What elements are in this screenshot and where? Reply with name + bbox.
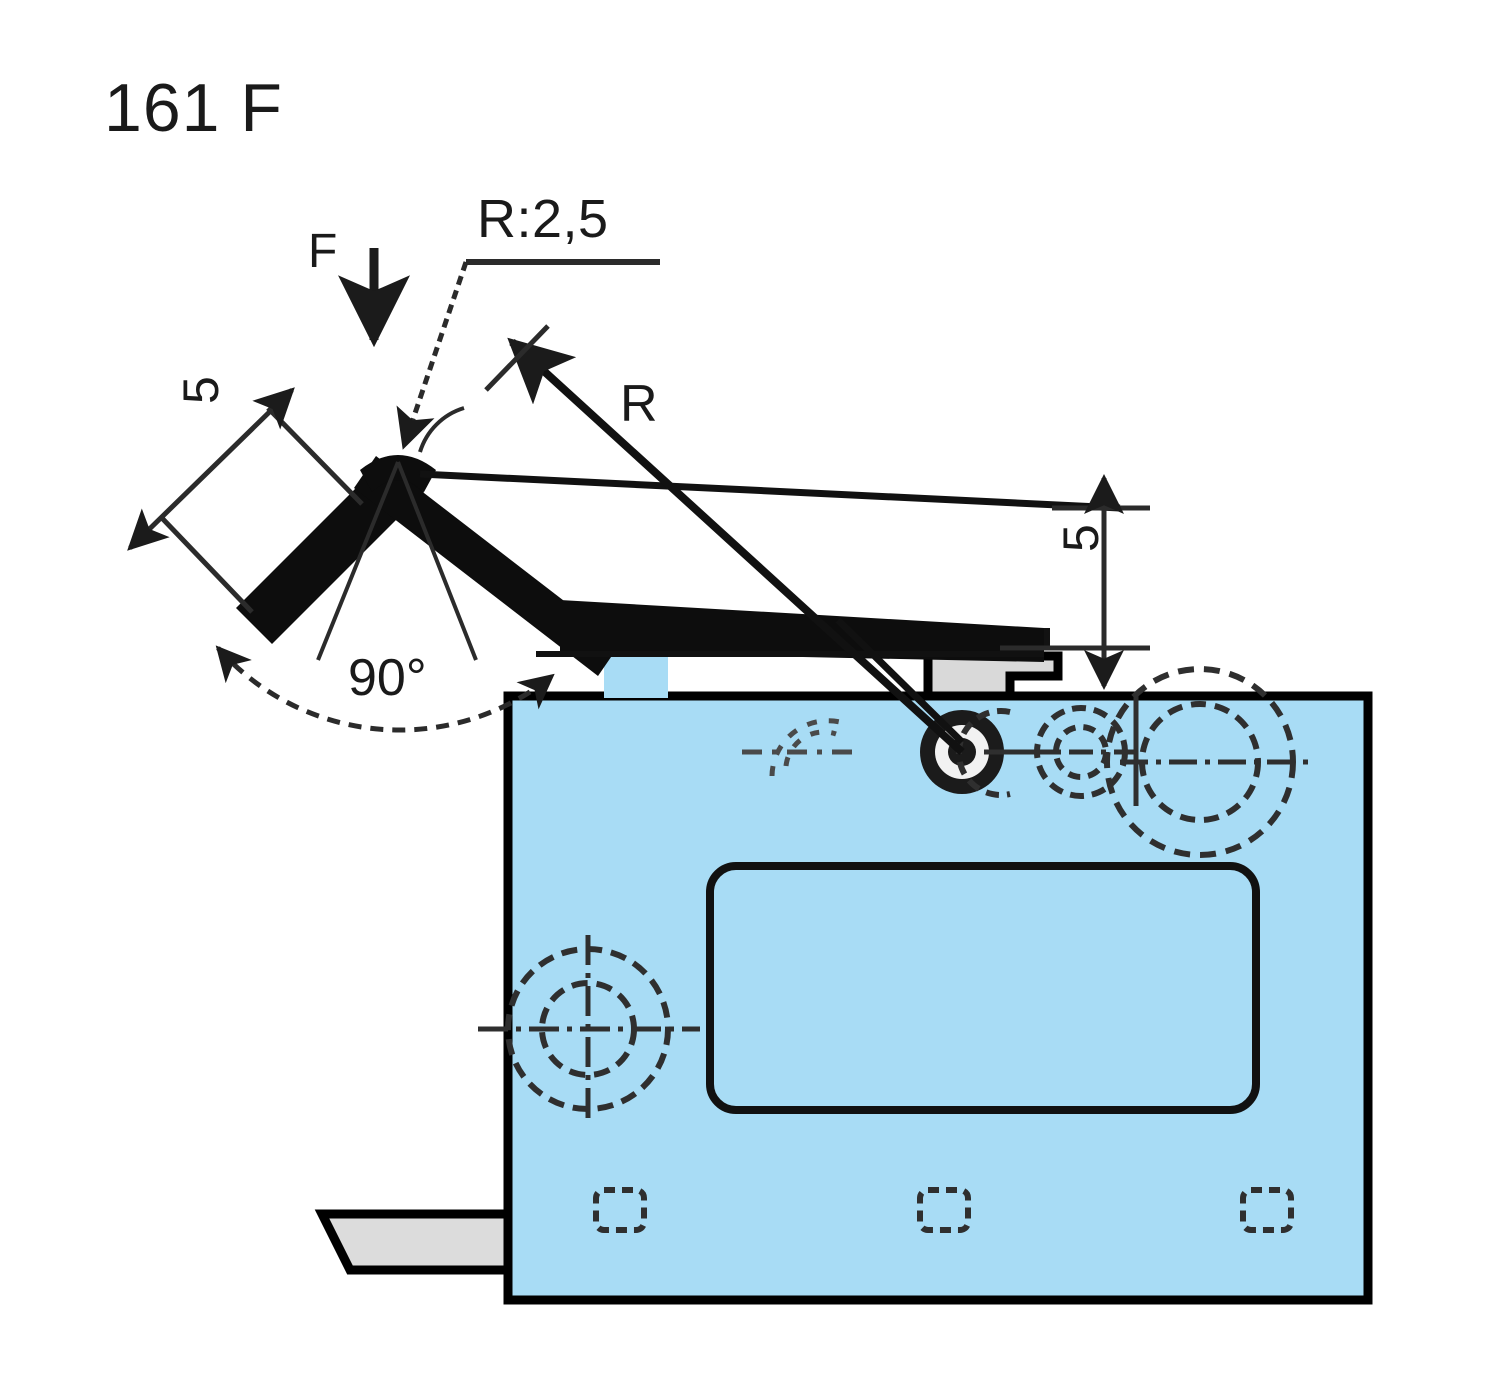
force-label: F [308,225,338,278]
profile-horizontal-run [560,600,1044,662]
dimension-right-label: 5 [1053,524,1109,552]
panel-group [478,646,1373,1305]
dim-left-measure-line [127,387,295,551]
hinge-ghost-arc-left [769,718,841,777]
page-title: 161 F [104,70,283,146]
radius-dimension-label: R [620,375,658,433]
mounting-tab [314,1209,513,1275]
angle-arc [215,645,555,733]
panel-body [503,691,1373,1305]
dim-left-ext-lower [158,514,254,614]
radius-sweep-arc [418,406,465,453]
radius-callout-leader [396,261,469,450]
radius-dimension-arrow [507,337,965,755]
angle-leg-left [316,461,400,661]
left-bore-group [478,935,700,1125]
dim-left-ext-upper [266,406,364,506]
panel-cutout-outline [706,862,1260,1114]
hinge-ghost-arc-left-inner [783,729,837,767]
radius-dimension-group [418,324,965,755]
dimension-right-5 [1000,474,1150,690]
slot-left [593,1187,647,1233]
radius-center-pointer [835,617,965,745]
slot-right [1240,1187,1294,1233]
dimension-left-label: 5 [173,376,229,404]
angle-dimension-label: 90° [348,649,427,707]
dimension-left-5 [127,387,364,614]
radius-tangent-tick [484,324,550,392]
angle-leg-right [396,461,478,661]
radius-callout-label: R:2,5 [477,189,609,249]
slot-group [593,1187,1294,1233]
profile-right-leg [354,456,620,676]
bent-profile-group [236,455,1121,676]
slot-center [917,1187,971,1233]
radius-callout-leader-group [396,259,660,450]
profile-reference-edge [419,470,1121,512]
dimension-angle-90 [215,461,555,733]
profile-apex-cap [360,455,436,492]
